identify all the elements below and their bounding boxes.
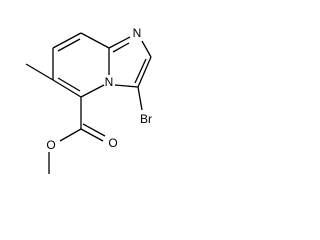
five-membered-ring (108, 36, 152, 88)
bond-c3-n4 (114, 84, 139, 88)
bond-c3-br (137, 86, 143, 111)
bond-c6-c5 (52, 79, 82, 98)
atom-label-bromine: Br (140, 112, 152, 126)
bond-c8-c7-inner (57, 38, 81, 52)
six-membered-ring (52, 32, 110, 98)
atom-label-carbonyl-oxygen: O (108, 136, 117, 150)
chemical-structure: N N Br O O (25, 26, 152, 174)
bond-c2-c3-inner (134, 58, 147, 84)
atom-label-n-bridgehead: N (105, 75, 114, 89)
bond-c6-methyl (25, 63, 54, 81)
bond-c8-c7 (52, 32, 82, 49)
bond-c-o-single (59, 128, 82, 142)
bond-c-o-double-second (82, 123, 106, 137)
substituents (25, 63, 143, 174)
bond-n1-c2 (141, 40, 152, 58)
bond-c-o-double (80, 128, 104, 142)
bond-c2-c3 (137, 56, 152, 88)
bond-c6-c5-inner (57, 77, 81, 92)
bond-c8a-c8 (80, 32, 110, 49)
atom-label-alkoxy-oxygen: O (46, 138, 55, 152)
bond-c5-n4 (80, 84, 105, 98)
bond-c8a-n1-inner (112, 42, 130, 53)
bond-c8a-n1 (108, 36, 131, 49)
atom-label-n-imidazole: N (133, 26, 142, 40)
